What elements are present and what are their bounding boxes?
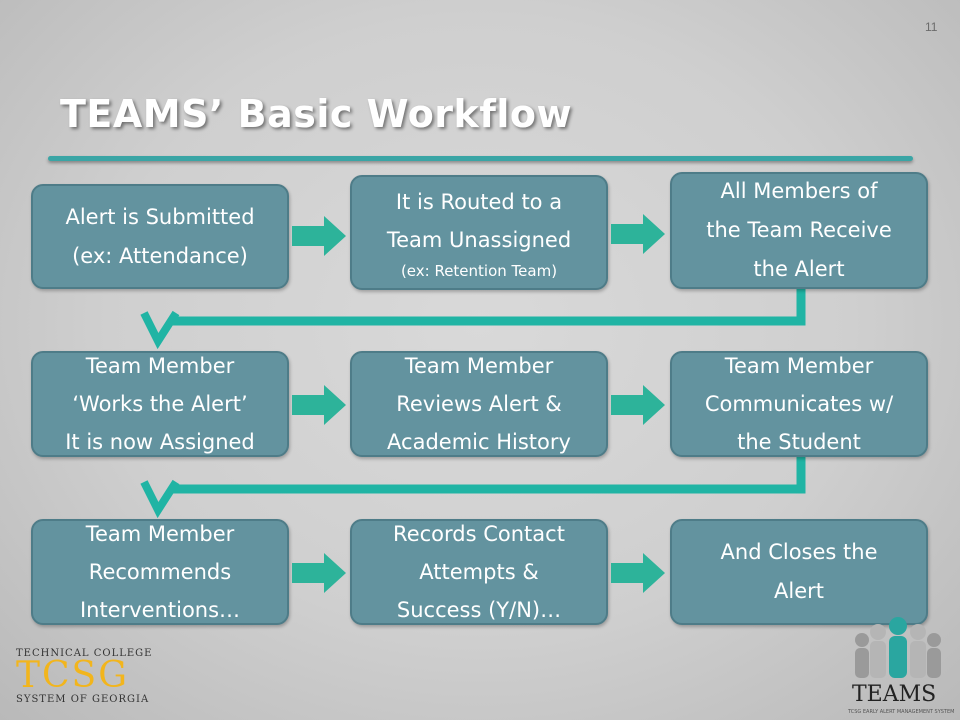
step-text-line: It is Routed to a bbox=[395, 189, 563, 214]
step-alert-submitted: Alert is Submitted (ex: Attendance) bbox=[31, 184, 289, 289]
step-text-line: Reviews Alert & bbox=[396, 392, 562, 416]
step-works-the-alert: Team Member ‘Works the Alert’ It is now … bbox=[31, 351, 289, 457]
title-underline bbox=[48, 156, 913, 161]
teams-logo: TEAMS TCSG EARLY ALERT MANAGEMENT SYSTEM bbox=[842, 616, 954, 720]
step-text-line: Team Unassigned bbox=[386, 227, 572, 252]
step-recommends-interventions: Team Member Recommends Interventions… bbox=[31, 519, 289, 625]
step-text-line: (ex: Attendance) bbox=[72, 243, 248, 268]
step-members-receive-alert: All Members of the Team Receive the Aler… bbox=[670, 172, 928, 289]
flow-arrow-right bbox=[611, 385, 665, 425]
step-text-line: Success (Y/N)… bbox=[396, 598, 562, 622]
teams-logo-tagline: TCSG EARLY ALERT MANAGEMENT SYSTEM bbox=[848, 709, 955, 715]
tcsg-logo-top-text: TECHNICAL COLLEGE bbox=[16, 648, 153, 659]
slide-number: 11 bbox=[925, 20, 938, 34]
step-routed-to-team: It is Routed to a Team Unassigned (ex: R… bbox=[350, 175, 608, 290]
people-group-icon bbox=[855, 617, 941, 678]
step-text-line: ‘Works the Alert’ bbox=[72, 392, 248, 416]
step-text-line: All Members of bbox=[720, 179, 878, 203]
flow-arrow-right bbox=[292, 216, 346, 256]
step-text-line: Team Member bbox=[85, 354, 235, 378]
step-text-line: Communicates w/ bbox=[704, 392, 894, 416]
tcsg-logo: TECHNICAL COLLEGE TCSG SYSTEM OF GEORGIA bbox=[16, 648, 151, 710]
step-text-line: Recommends bbox=[88, 560, 232, 584]
page-title: TEAMS’ Basic Workflow bbox=[60, 92, 573, 136]
step-records-contact-attempts: Records Contact Attempts & Success (Y/N)… bbox=[350, 519, 608, 625]
flow-arrow-right bbox=[611, 553, 665, 593]
tcsg-logo-bottom-text: SYSTEM OF GEORGIA bbox=[16, 694, 150, 705]
step-reviews-alert-history: Team Member Reviews Alert & Academic His… bbox=[350, 351, 608, 457]
step-text-line: Academic History bbox=[387, 430, 571, 454]
step-text-line: It is now Assigned bbox=[65, 430, 255, 454]
step-communicates-with-student: Team Member Communicates w/ the Student bbox=[670, 351, 928, 457]
flow-arrow-right bbox=[292, 553, 346, 593]
step-text-line: the Team Receive bbox=[706, 218, 892, 242]
step-text-line: Attempts & bbox=[419, 560, 539, 584]
flow-arrow-right bbox=[611, 214, 665, 254]
step-text-line: Alert is Submitted bbox=[65, 204, 255, 229]
step-text-line: (ex: Retention Team) bbox=[400, 261, 558, 280]
flow-arrow-right bbox=[292, 385, 346, 425]
step-text-line: Team Member bbox=[724, 354, 874, 378]
step-text-line: Team Member bbox=[85, 522, 235, 546]
tcsg-logo-mark: TCSG bbox=[16, 655, 129, 696]
teams-logo-wordmark: TEAMS bbox=[852, 682, 937, 707]
connector-row2-to-row3 bbox=[140, 456, 806, 519]
step-text-line: Alert bbox=[774, 579, 824, 603]
step-text-line: the Student bbox=[737, 430, 861, 454]
step-text-line: Team Member bbox=[404, 354, 554, 378]
step-closes-the-alert: And Closes the Alert bbox=[670, 519, 928, 625]
connector-row1-to-row2 bbox=[140, 287, 806, 350]
step-text-line: the Alert bbox=[753, 257, 845, 281]
step-text-line: And Closes the bbox=[720, 540, 878, 564]
step-text-line: Interventions… bbox=[79, 598, 241, 622]
step-text-line: Records Contact bbox=[393, 522, 565, 546]
